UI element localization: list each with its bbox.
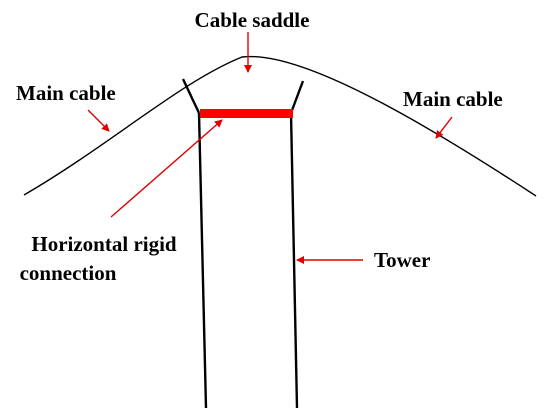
main-cable-right-arrow xyxy=(435,116,453,139)
horizontal-connection-arrow xyxy=(110,119,223,218)
cable-saddle-label: Cable saddle xyxy=(195,8,310,32)
saddle-right-leg xyxy=(289,80,305,114)
horizontal-connection-label-line1: Horizontal rigid xyxy=(31,232,177,256)
tower-right-column xyxy=(289,112,299,409)
tower-label: Tower xyxy=(374,248,430,272)
saddle-left-leg xyxy=(181,78,201,114)
horizontal-connection-label-line2: connection xyxy=(20,261,117,285)
tower-left-column xyxy=(197,112,208,409)
main-cable-left-label: Main cable xyxy=(16,81,116,105)
horizontal-rigid-connection-bar xyxy=(200,109,293,118)
main-cable-curve xyxy=(23,55,537,197)
main-cable-left-arrow xyxy=(87,109,110,132)
main-cable-right-label: Main cable xyxy=(403,87,503,111)
